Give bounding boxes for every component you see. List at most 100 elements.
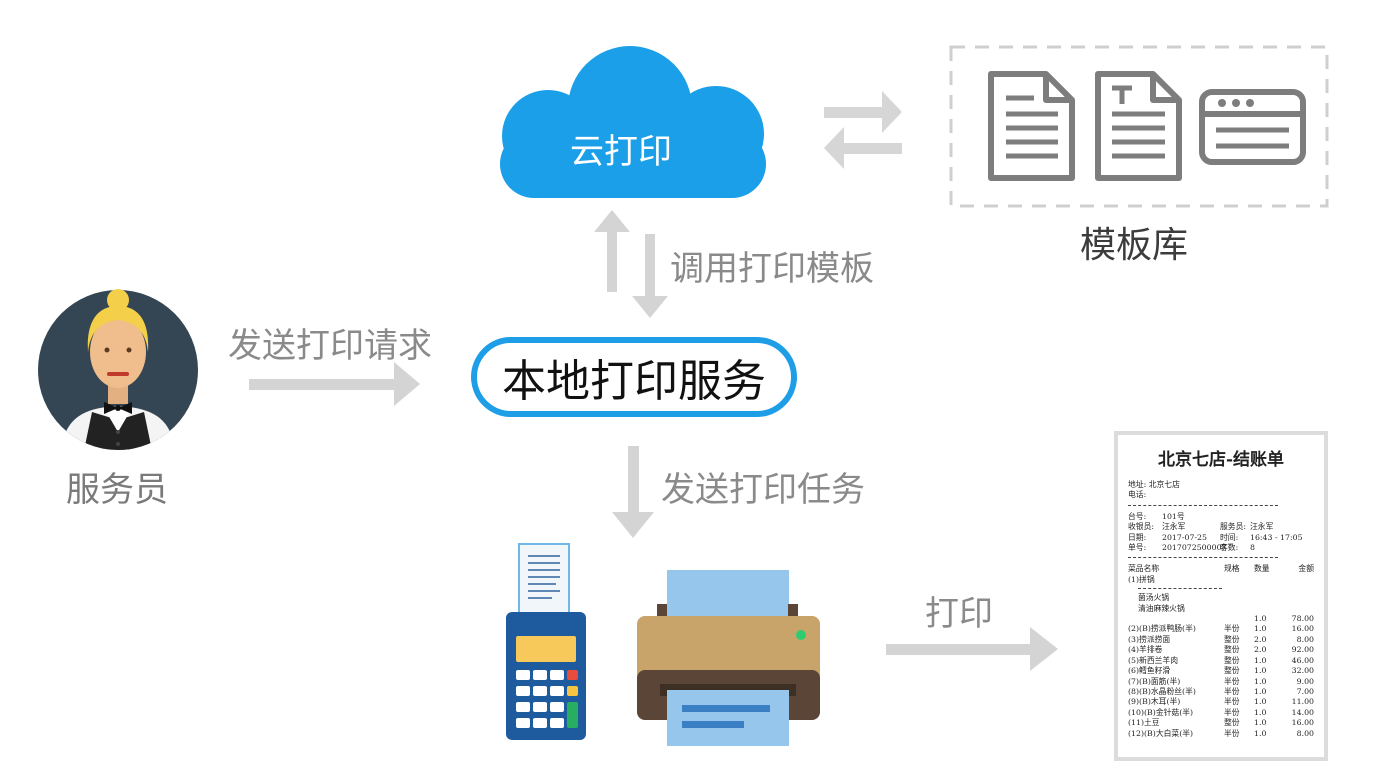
receipt-sub-item: 菌汤火锅: [1138, 593, 1170, 603]
receipt-item-spec: 半份: [1224, 707, 1240, 717]
send-request-label: 发送打印请求: [228, 326, 432, 366]
receipt-cashier: 汪永军: [1162, 522, 1186, 532]
receipt-item-qty: 1.0: [1254, 676, 1267, 686]
call-template-arrows: [594, 210, 668, 318]
receipt-item-name: (12)(B)大白菜(半): [1128, 728, 1194, 738]
receipt-item-amount: 16.00: [1291, 718, 1314, 728]
local-print-service-label: 本地打印服务: [502, 356, 766, 407]
pos-terminal-icon: [506, 543, 586, 740]
waiter-avatar-icon: [38, 289, 198, 450]
print-label: 打印: [925, 594, 993, 634]
receipt-item-amount: 11.00: [1291, 697, 1314, 707]
receipt-item-amount: 78.00: [1291, 614, 1314, 624]
receipt-item-qty: 1.0: [1254, 718, 1267, 728]
send-request-arrow: [249, 362, 420, 406]
receipt-group: (1)拼锅: [1128, 574, 1155, 584]
text-document-icon: [1095, 71, 1182, 181]
receipt-item-spec: 半份: [1224, 697, 1240, 707]
document-icon: [988, 71, 1075, 181]
receipt-item-name: (5)新西兰羊肉: [1128, 655, 1179, 665]
receipt-title: 北京七店-结账单: [1157, 450, 1285, 470]
receipt-item-name: (3)捞派捞面: [1128, 634, 1171, 644]
receipt-item-amount: 32.00: [1291, 666, 1314, 676]
receipt-item-name: (7)(B)面筋(半): [1128, 676, 1181, 686]
receipt-divider-3: [1138, 588, 1222, 590]
receipt-item-name: (8)(B)水晶粉丝(半): [1128, 686, 1196, 696]
call-template-label: 调用打印模板: [670, 249, 874, 289]
table-row: 1.0 78.00: [1128, 614, 1314, 624]
table-row: (12)(B)大白菜(半) 半份 1.0 8.00: [1128, 729, 1314, 739]
swap-arrows-icon: [824, 91, 902, 169]
receipt-item-amount: 14.00: [1291, 707, 1314, 717]
receipt-address-label: 地址:: [1128, 480, 1147, 489]
receipt-item-qty: 1.0: [1254, 707, 1267, 717]
receipt-address: 北京七店: [1148, 480, 1180, 489]
receipt-item-name: (11)土豆: [1128, 718, 1160, 728]
send-task-arrow: [612, 446, 654, 538]
receipt-item-spec: 整份: [1224, 666, 1240, 676]
receipt-item-qty: 1.0: [1254, 686, 1267, 696]
receipt-item-qty: 2.0: [1254, 645, 1267, 655]
receipt-phone-label: 电话:: [1128, 490, 1147, 500]
receipt-guests: 8: [1250, 543, 1255, 553]
printer-icon: [637, 570, 820, 746]
receipt-item-name: (9)(B)木耳(半): [1128, 697, 1181, 707]
receipt-guests-label: 客数:: [1220, 543, 1239, 553]
print-arrow: [886, 627, 1058, 671]
receipt-item-spec: 整份: [1224, 645, 1240, 655]
receipt-date: 2017-07-25: [1162, 532, 1207, 542]
receipt-item-amount: 16.00: [1291, 624, 1314, 634]
table-row: (3)捞派捞面 整份 2.0 8.00: [1128, 635, 1314, 645]
receipt-item-name: [1128, 614, 1224, 624]
receipt-item-amount: 8.00: [1296, 634, 1314, 644]
receipt-table: 101号: [1162, 511, 1185, 521]
receipt-item-qty: 1.0: [1254, 697, 1267, 707]
receipt-date-label: 日期:: [1128, 532, 1147, 542]
waiter-label: 服务员: [66, 470, 168, 510]
cloud-label: 云打印: [570, 132, 672, 172]
receipt-item-amount: 46.00: [1291, 655, 1314, 665]
receipt-info-grid: 台号: 101号 收银员: 汪永军 服务员: 汪永军 日期: 2017-07-2…: [1128, 512, 1314, 554]
receipt-cashier-label: 收银员:: [1128, 522, 1155, 532]
receipt-divider: [1128, 504, 1278, 506]
receipt-item-spec: [1224, 614, 1254, 624]
receipt-address-row: 地址: 北京七店: [1128, 480, 1314, 490]
receipt-divider-2: [1128, 557, 1278, 559]
receipt-item-name: (4)羊排卷: [1128, 645, 1163, 655]
receipt-item-qty: 1.0: [1254, 614, 1267, 624]
receipt-item-name: (2)(B)捞派鸭肠(半): [1128, 624, 1196, 634]
receipt-server: 汪永军: [1250, 522, 1274, 532]
receipt-header-amount: 金额: [1298, 564, 1314, 574]
receipt-time-label: 时间:: [1220, 532, 1239, 542]
receipt-item-spec: 整份: [1224, 634, 1240, 644]
receipt-item-spec: 整份: [1224, 655, 1240, 665]
receipt: 北京七店-结账单 地址: 北京七店 电话: 台号: 101号 收银员: 汪永军 …: [1114, 431, 1328, 761]
receipt-item-amount: 8.00: [1296, 728, 1314, 738]
receipt-server-label: 服务员:: [1220, 522, 1247, 532]
receipt-order-label: 单号:: [1128, 543, 1147, 553]
receipt-header-name: 菜品名称: [1128, 564, 1160, 574]
receipt-item-qty: 1.0: [1254, 655, 1267, 665]
receipt-item-spec: 半份: [1224, 728, 1240, 738]
receipt-header-qty: 数量: [1254, 564, 1270, 574]
receipt-item-qty: 1.0: [1254, 666, 1267, 676]
receipt-item-qty: 2.0: [1254, 634, 1267, 644]
cloud-icon: [500, 46, 766, 198]
receipt-item-amount: 9.00: [1296, 676, 1314, 686]
template-library-box: [949, 45, 1329, 208]
table-row: (5)新西兰羊肉 整份 1.0 46.00: [1128, 656, 1314, 666]
send-task-label: 发送打印任务: [661, 470, 865, 510]
template-library-label: 模板库: [1080, 225, 1189, 266]
receipt-item-spec: 半份: [1224, 686, 1240, 696]
local-print-service-node: 本地打印服务: [471, 337, 797, 417]
receipt-header-spec: 规格: [1224, 564, 1240, 574]
receipt-sub-item: 清油麻辣火锅: [1138, 603, 1185, 613]
receipt-item-qty: 1.0: [1254, 728, 1267, 738]
